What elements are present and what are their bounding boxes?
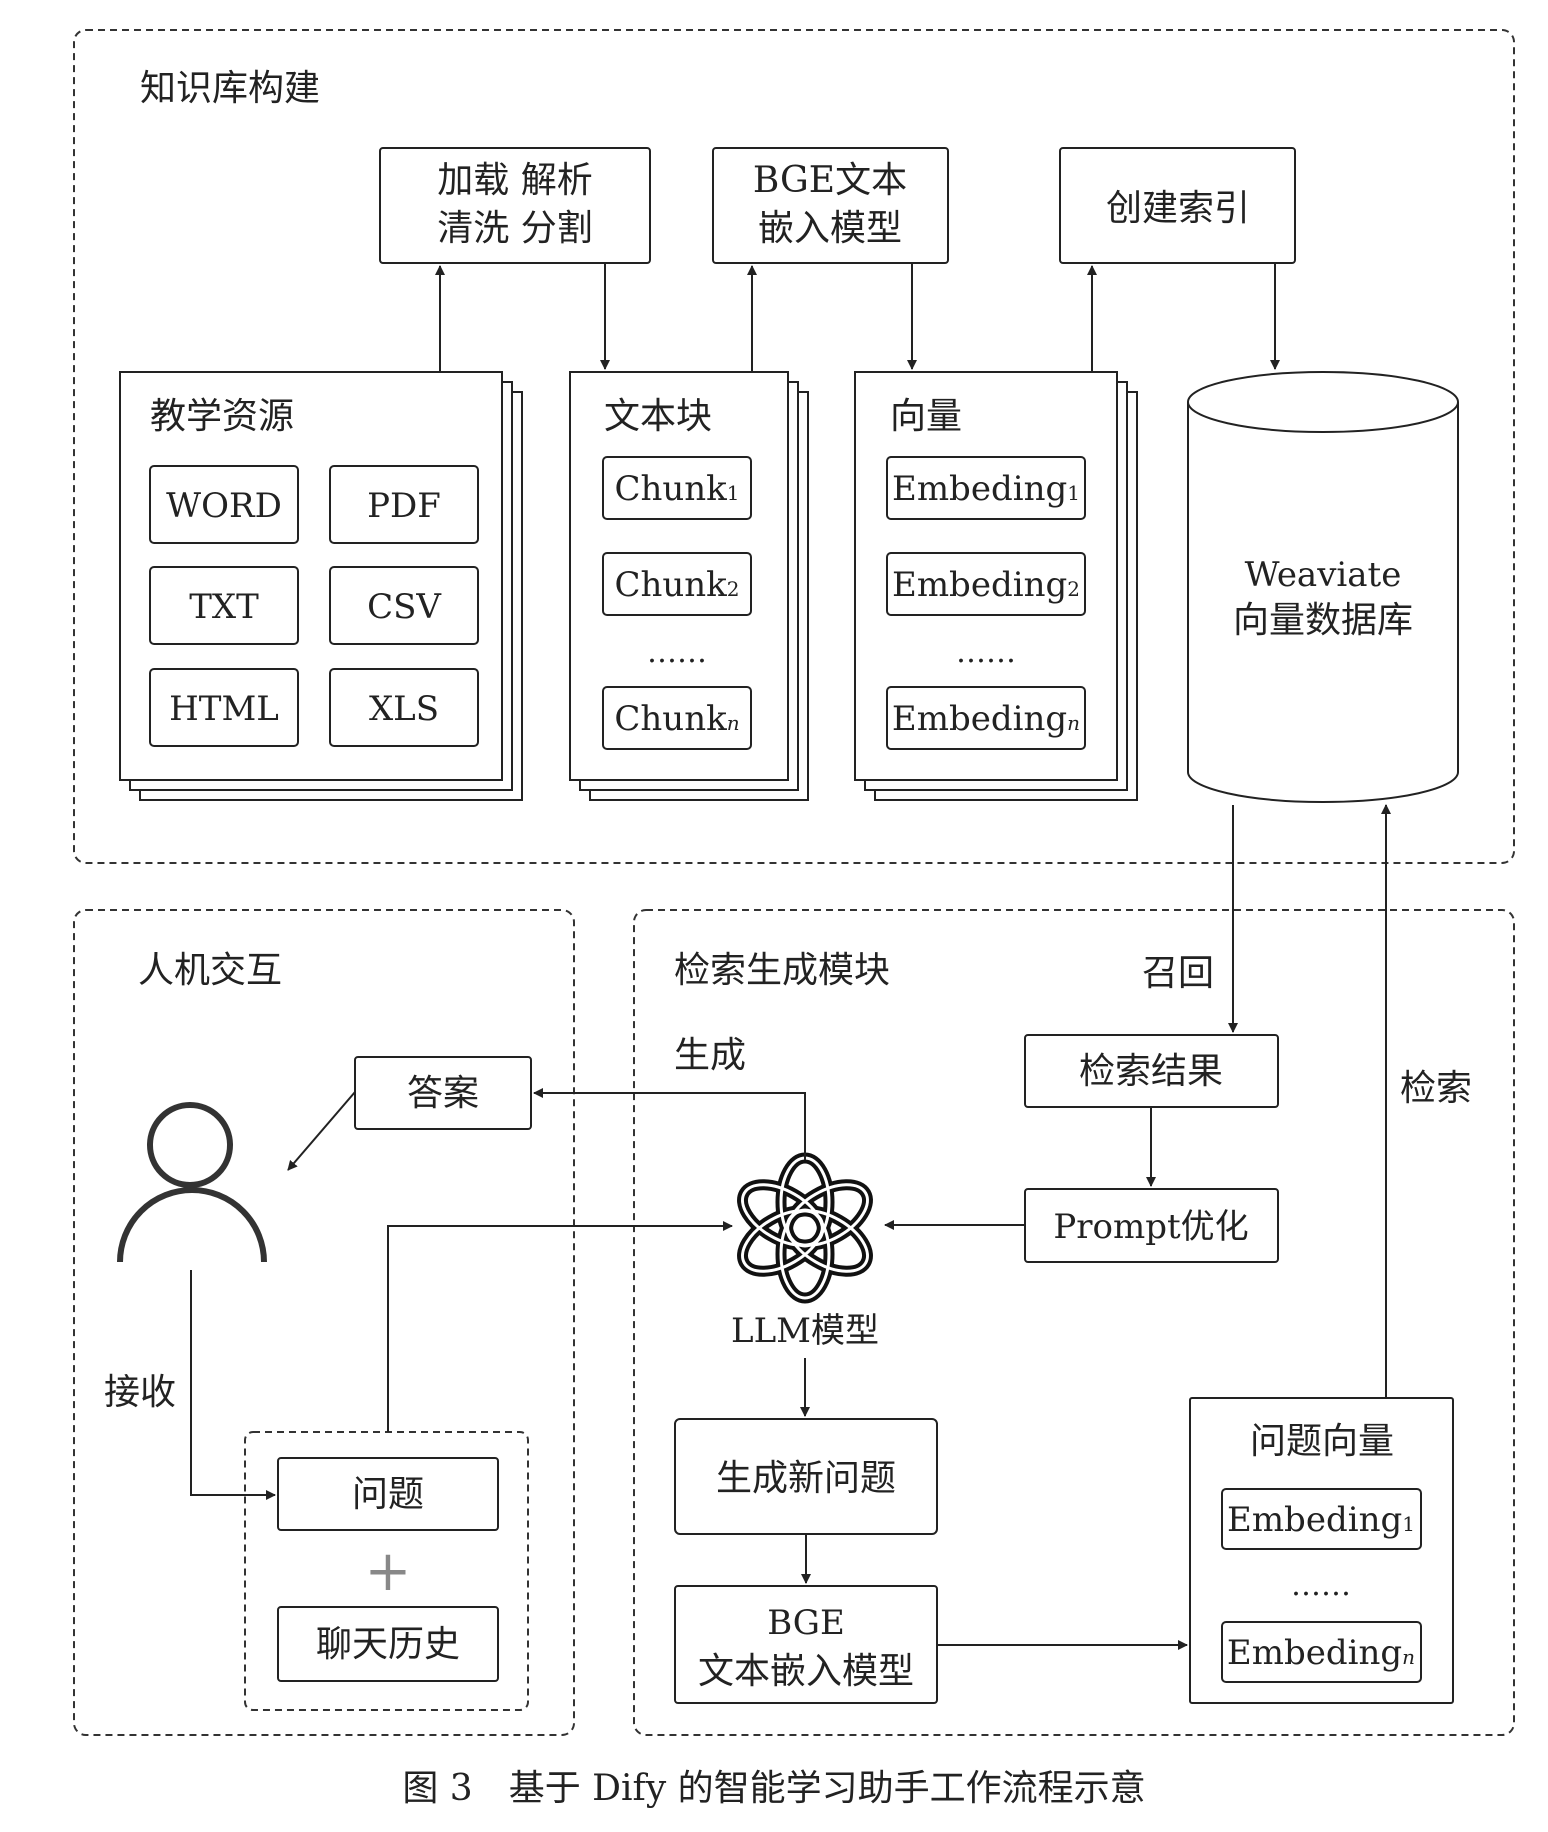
receive-arrow [190, 1270, 276, 1500]
hci-section-frame [73, 909, 575, 1736]
chunk-n: Chunkn [602, 686, 752, 750]
resource-word: WORD [149, 465, 299, 544]
svg-text:Embedingn: Embedingn [892, 699, 1080, 739]
user-avatar-icon [117, 1102, 267, 1263]
vectors-stack: 向量 Embeding1 Embeding2 …… Embedingn [854, 371, 1138, 801]
svg-text:BGE: BGE [767, 1603, 845, 1643]
bge-step-line1: BGE文本 [753, 160, 907, 201]
svg-text:Embeding1: Embeding1 [1227, 1500, 1415, 1540]
svg-text:Chunk1: Chunk1 [614, 469, 739, 509]
recall-label: 召回 [1142, 953, 1214, 994]
vector-database: Weaviate 向量数据库 [1187, 371, 1459, 803]
embedding-n: Embedingn [886, 686, 1086, 750]
parse-step-line2: 清洗 分割 [437, 208, 592, 249]
database-name: Weaviate [1245, 555, 1402, 595]
svg-text:Embeding1: Embeding1 [892, 469, 1080, 509]
embedding-2: Embeding2 [886, 552, 1086, 616]
database-subtitle: 向量数据库 [1233, 600, 1413, 641]
question-embedding-1: Embeding1 [1221, 1488, 1422, 1550]
index-step-box: 创建索引 [1059, 147, 1296, 264]
hci-section-title: 人机交互 [138, 950, 282, 991]
embedding-1: Embeding1 [886, 456, 1086, 520]
svg-text:答案: 答案 [407, 1073, 479, 1114]
svg-text:Prompt优化: Prompt优化 [1053, 1207, 1248, 1247]
question-to-llm-arrow [387, 1221, 733, 1432]
receive-label: 接收 [104, 1372, 176, 1413]
svg-text:WORD: WORD [166, 486, 282, 526]
question-embedding-n: Embedingn [1221, 1621, 1422, 1683]
svg-text:问题: 问题 [352, 1474, 424, 1515]
bge-embedding-box: BGE 文本嵌入模型 [674, 1585, 938, 1704]
prompt-optimize-box: Prompt优化 [1024, 1188, 1279, 1263]
svg-text:Embeding2: Embeding2 [892, 565, 1080, 605]
question-box: 问题 [277, 1457, 499, 1531]
new-question-box: 生成新问题 [674, 1418, 938, 1535]
kb-section-title: 知识库构建 [140, 68, 320, 109]
svg-text:XLS: XLS [369, 689, 439, 729]
svg-text:PDF: PDF [367, 486, 441, 526]
index-step-label: 创建索引 [1106, 188, 1250, 229]
svg-text:TXT: TXT [189, 587, 259, 627]
svg-text:生成新问题: 生成新问题 [716, 1458, 896, 1499]
kb-section-frame [73, 29, 1515, 864]
svg-text:Chunk2: Chunk2 [614, 565, 739, 605]
search-result-box: 检索结果 [1024, 1034, 1279, 1108]
llm-logo-icon [737, 1152, 873, 1304]
retrieve-label: 检索 [1400, 1068, 1472, 1109]
chunk-2: Chunk2 [602, 552, 752, 616]
chat-history-box: 聊天历史 [277, 1606, 499, 1682]
vectors-title: 向量 [890, 396, 962, 437]
chunks-title: 文本块 [604, 396, 712, 437]
resources-title: 教学资源 [150, 396, 294, 437]
question-history-group [244, 1431, 529, 1711]
svg-text:聊天历史: 聊天历史 [316, 1624, 460, 1665]
svg-text:HTML: HTML [169, 689, 279, 729]
resources-stack: 教学资源 WORD PDF TXT CSV HTML XLS [119, 371, 523, 801]
chunks-ellipsis: …… [647, 635, 707, 670]
chunks-stack: 文本块 Chunk1 Chunk2 …… Chunkn [569, 371, 809, 801]
vectors-ellipsis: …… [956, 635, 1016, 670]
resource-html: HTML [149, 668, 299, 747]
parse-step-line1: 加载 解析 [437, 160, 592, 201]
resource-csv: CSV [329, 566, 479, 645]
resource-xls: XLS [329, 668, 479, 747]
resource-txt: TXT [149, 566, 299, 645]
answer-to-user-arrow [287, 1091, 356, 1171]
chunk-1: Chunk1 [602, 456, 752, 520]
answer-box: 答案 [354, 1056, 532, 1130]
bge-step-line2: 嵌入模型 [758, 208, 902, 249]
plus-icon: + [365, 1539, 412, 1604]
svg-text:检索结果: 检索结果 [1079, 1051, 1223, 1092]
resource-pdf: PDF [329, 465, 479, 544]
parse-step-box: 加载 解析 清洗 分割 [379, 147, 651, 264]
figure-caption: 图 3 基于 Dify 的智能学习助手工作流程示意 [402, 1768, 1145, 1809]
llm-label: LLM模型 [731, 1311, 879, 1351]
question-vector-box: 问题向量 Embeding1 …… Embedingn [1189, 1397, 1454, 1704]
rag-section-title: 检索生成模块 [674, 950, 890, 991]
question-vector-ellipsis: …… [1291, 1568, 1351, 1603]
question-vector-title: 问题向量 [1250, 1421, 1394, 1462]
svg-text:文本嵌入模型: 文本嵌入模型 [698, 1651, 914, 1692]
svg-text:Chunkn: Chunkn [614, 699, 739, 739]
bge-step-box: BGE文本 嵌入模型 [712, 147, 949, 264]
generate-arrow [533, 1088, 806, 1160]
rag-section-frame [633, 909, 1515, 1736]
generate-label: 生成 [674, 1035, 746, 1076]
kb-arrows [435, 263, 1280, 372]
svg-text:CSV: CSV [367, 587, 442, 627]
svg-text:Embedingn: Embedingn [1227, 1633, 1415, 1673]
